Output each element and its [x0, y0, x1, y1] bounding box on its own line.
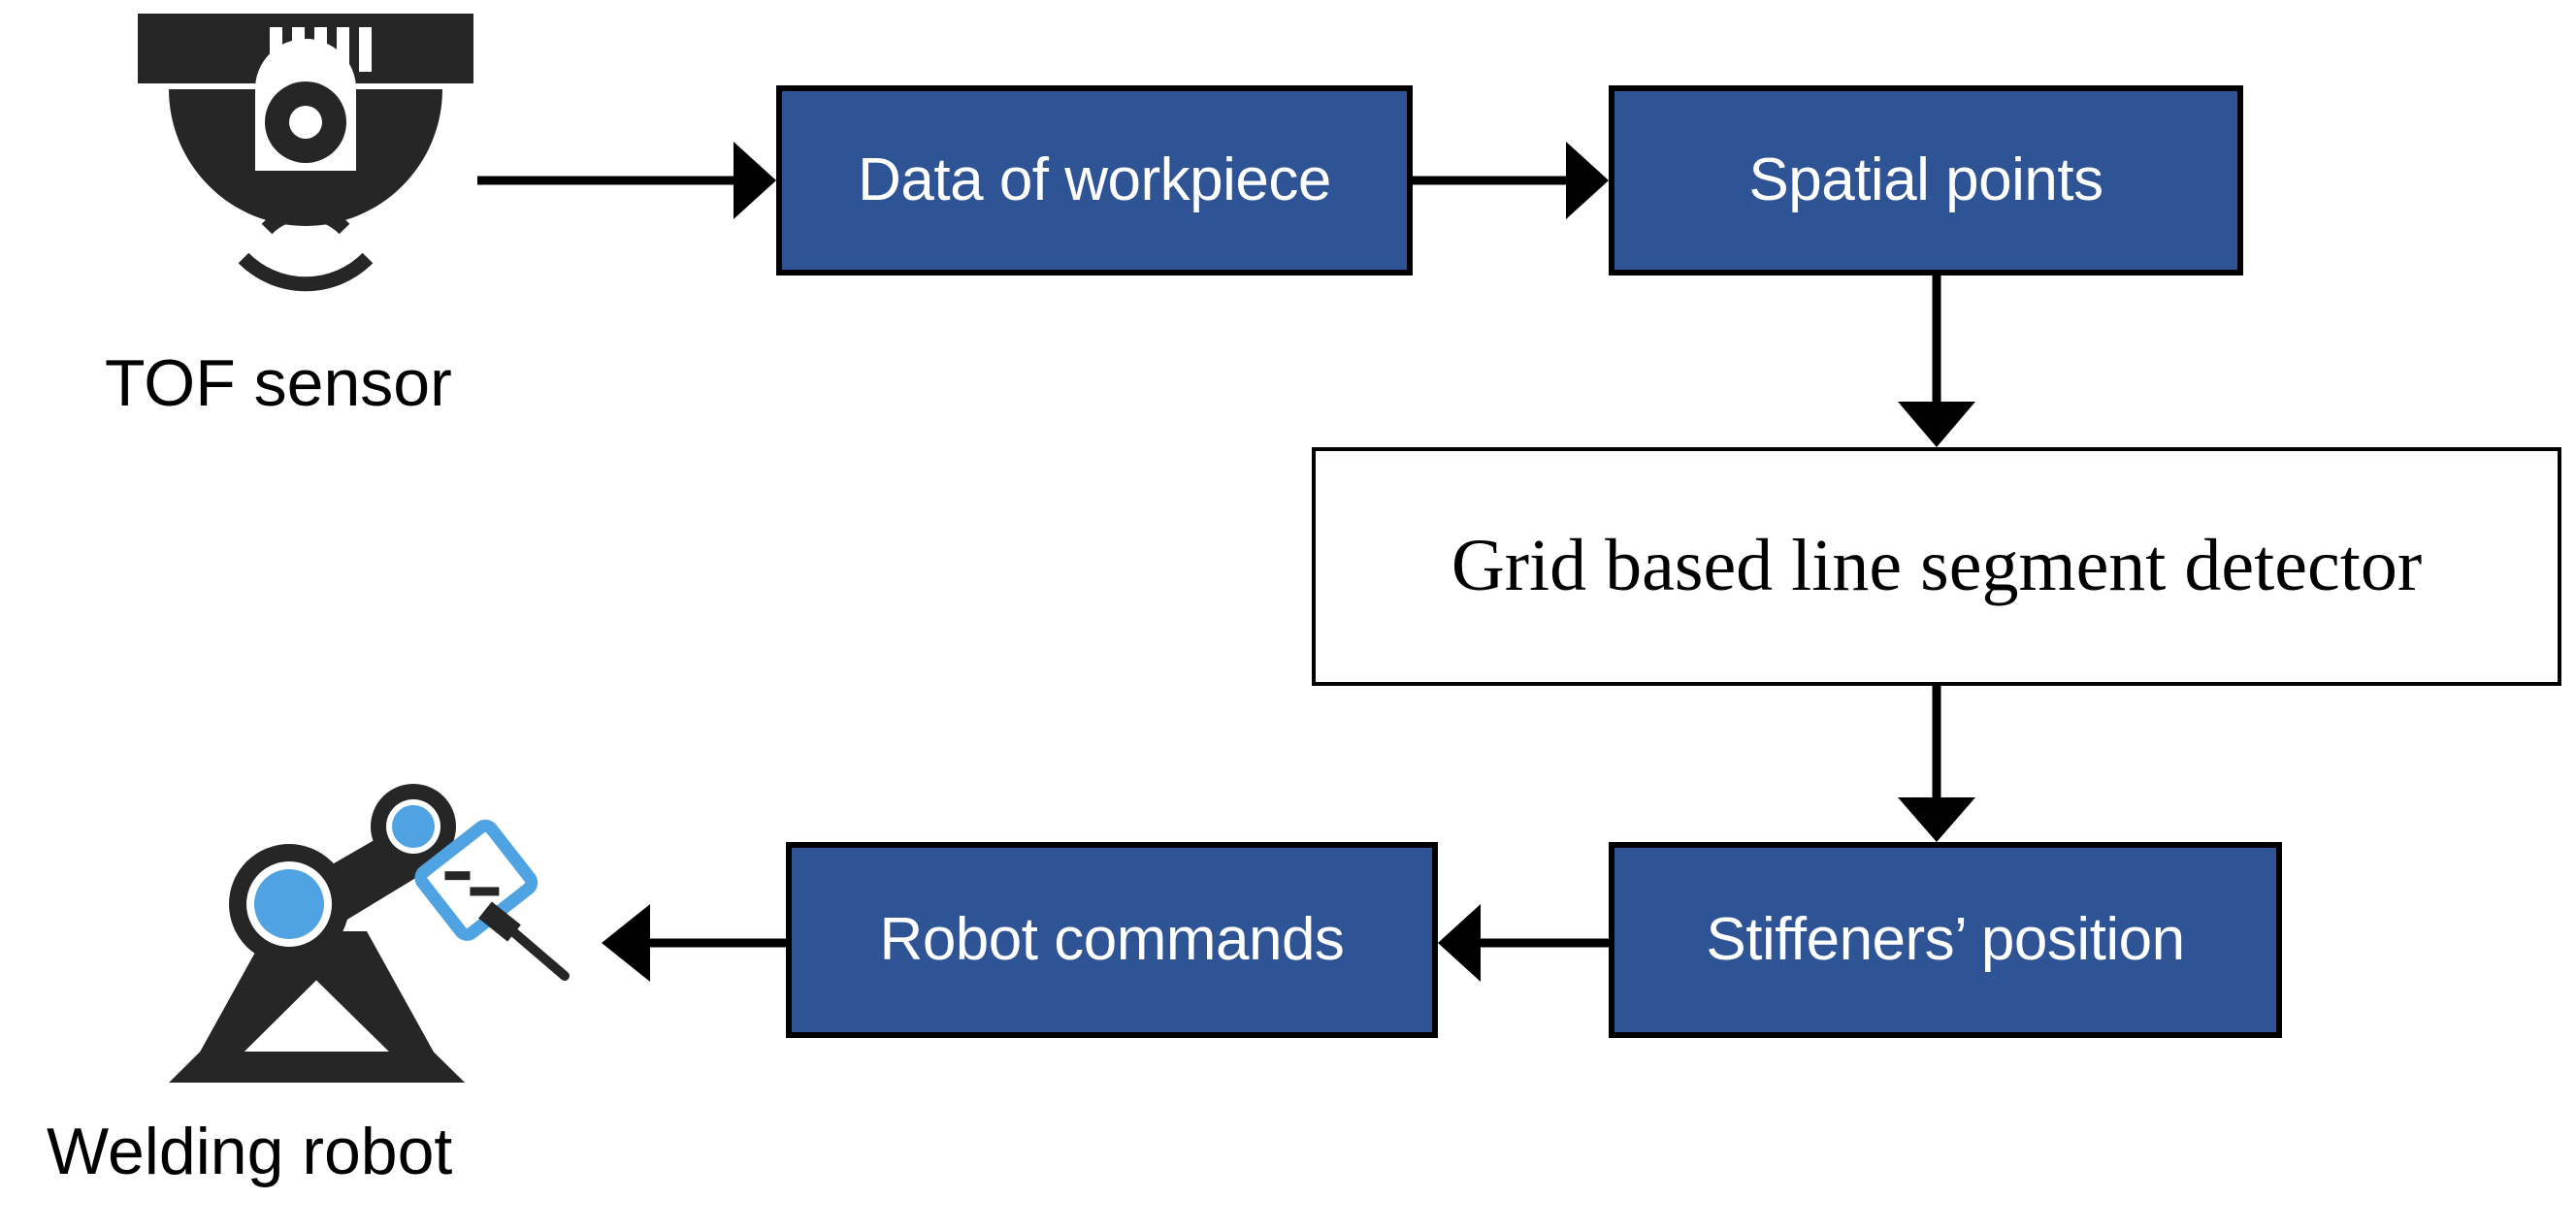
node-label: Data of workpiece	[858, 146, 1331, 214]
node-stiffeners-position[interactable]: Stiffeners’ position	[1609, 842, 2282, 1038]
edge-stiffeners-to-robotcmd	[1438, 904, 1609, 982]
node-grid-based-line-segment-detector[interactable]: Grid based line segment detector	[1312, 447, 2561, 686]
edge-detector-to-stiffeners	[1898, 686, 1975, 842]
welding-robot-label: Welding robot	[47, 1115, 453, 1188]
node-data-of-workpiece[interactable]: Data of workpiece	[776, 85, 1413, 276]
edge-tof-to-workpiece	[477, 142, 776, 219]
node-label: Spatial points	[1748, 146, 2103, 214]
tof-sensor-icon	[136, 8, 475, 299]
node-label: Stiffeners’ position	[1706, 906, 2185, 974]
edge-workpiece-to-spatial	[1413, 142, 1609, 219]
edge-spatial-to-detector	[1898, 276, 1975, 447]
edge-robotcmd-to-welding-robot	[602, 904, 786, 982]
welding-robot-icon	[169, 766, 580, 1086]
node-robot-commands[interactable]: Robot commands	[786, 842, 1438, 1038]
node-spatial-points[interactable]: Spatial points	[1609, 85, 2243, 276]
tof-sensor-label: TOF sensor	[105, 346, 452, 420]
node-label: Grid based line segment detector	[1451, 525, 2423, 607]
node-label: Robot commands	[879, 906, 1345, 974]
